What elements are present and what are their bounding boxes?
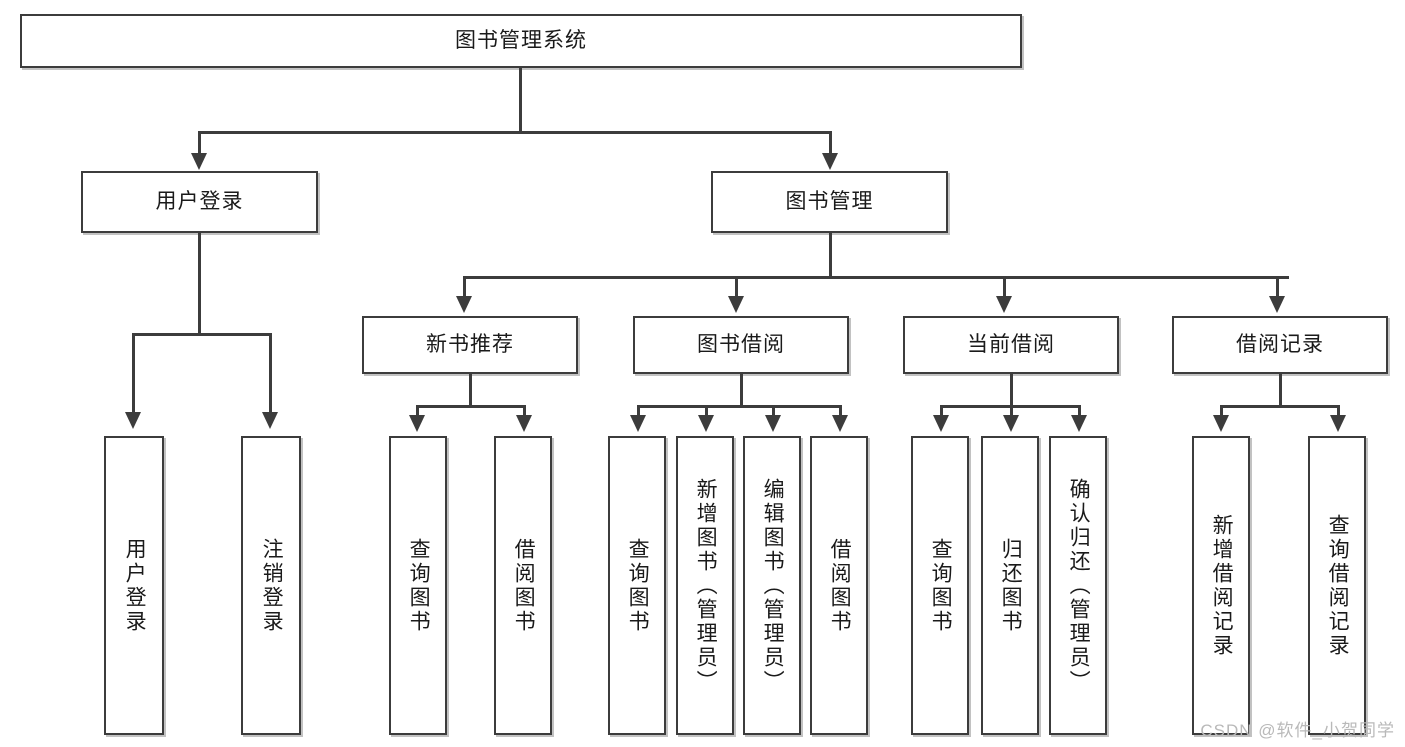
connector-bm-to-borrow-record [1276, 276, 1279, 299]
node-leaf-return-book-label: 归还图书 [999, 537, 1023, 634]
connector-br-bar [1220, 405, 1340, 408]
connector-br-to-leaf-1 [1220, 405, 1223, 418]
node-user-login-label: 用户登录 [155, 190, 244, 214]
connector-book-management-stem [829, 233, 832, 278]
node-leaf-add-book-label: 新增图书（管理员） [694, 477, 718, 694]
connector-bb-stem [740, 374, 743, 407]
node-current-borrow-label: 当前借阅 [967, 333, 1055, 357]
node-leaf-borrow-book-2[interactable]: 借阅图书 [810, 436, 868, 735]
node-leaf-add-record[interactable]: 新增借阅记录 [1192, 436, 1250, 735]
connector-root-to-book-management [829, 131, 832, 156]
connector-user-login-bar [132, 333, 270, 336]
node-borrow-record[interactable]: 借阅记录 [1172, 316, 1388, 374]
node-leaf-edit-book-label: 编辑图书（管理员） [761, 477, 785, 694]
arrow-cb-to-leaf-3 [1071, 415, 1087, 432]
connector-user-login-to-leaf-1 [132, 333, 135, 415]
node-leaf-user-logout-label: 注销登录 [260, 537, 284, 634]
connector-cb-to-leaf-2 [1010, 405, 1013, 418]
connector-nbr-stem [469, 374, 472, 407]
node-leaf-add-book[interactable]: 新增图书（管理员） [676, 436, 734, 735]
node-leaf-query-book-2[interactable]: 查询图书 [608, 436, 666, 735]
node-current-borrow[interactable]: 当前借阅 [903, 316, 1119, 374]
connector-br-to-leaf-2 [1337, 405, 1340, 418]
connector-cb-to-leaf-3 [1078, 405, 1081, 418]
arrow-bb-to-leaf-4 [832, 415, 848, 432]
connector-root-bar [198, 131, 832, 134]
node-leaf-user-login-label: 用户登录 [123, 537, 147, 634]
connector-bb-to-leaf-3 [772, 405, 775, 418]
arrow-bm-to-book-borrow [728, 296, 744, 313]
node-user-login[interactable]: 用户登录 [81, 171, 318, 233]
arrow-root-to-user-login [191, 153, 207, 170]
node-book-management-label: 图书管理 [785, 190, 874, 214]
node-leaf-query-record[interactable]: 查询借阅记录 [1308, 436, 1366, 735]
connector-root-stem [519, 68, 522, 133]
node-leaf-user-logout[interactable]: 注销登录 [241, 436, 301, 735]
arrow-bb-to-leaf-1 [630, 415, 646, 432]
arrow-bm-to-borrow-record [1269, 296, 1285, 313]
arrow-cb-to-leaf-2 [1003, 415, 1019, 432]
connector-cb-stem [1010, 374, 1013, 407]
arrow-nbr-to-leaf-2 [516, 415, 532, 432]
arrow-nbr-to-leaf-1 [409, 415, 425, 432]
connector-nbr-to-leaf-2 [523, 405, 526, 418]
node-leaf-return-book[interactable]: 归还图书 [981, 436, 1039, 735]
connector-bb-to-leaf-1 [637, 405, 640, 418]
node-leaf-add-record-label: 新增借阅记录 [1210, 513, 1234, 658]
node-new-book-recommend-label: 新书推荐 [426, 333, 514, 357]
arrow-br-to-leaf-1 [1213, 415, 1229, 432]
node-leaf-query-book-2-label: 查询图书 [626, 537, 650, 634]
node-leaf-user-login[interactable]: 用户登录 [104, 436, 164, 735]
node-leaf-query-book-1[interactable]: 查询图书 [389, 436, 447, 735]
connector-nbr-bar [416, 405, 526, 408]
connector-user-login-stem [198, 233, 201, 335]
connector-nbr-to-leaf-1 [416, 405, 419, 418]
node-book-borrow[interactable]: 图书借阅 [633, 316, 849, 374]
arrow-user-login-to-leaf-2 [262, 412, 278, 429]
connector-br-stem [1279, 374, 1282, 407]
node-root[interactable]: 图书管理系统 [20, 14, 1022, 68]
node-new-book-recommend[interactable]: 新书推荐 [362, 316, 578, 374]
node-leaf-borrow-book-1-label: 借阅图书 [512, 537, 536, 634]
arrow-bb-to-leaf-2 [698, 415, 714, 432]
connector-bb-to-leaf-2 [705, 405, 708, 418]
node-borrow-record-label: 借阅记录 [1236, 333, 1324, 357]
arrow-cb-to-leaf-1 [933, 415, 949, 432]
arrow-bm-to-new-book-recommend [456, 296, 472, 313]
node-book-borrow-label: 图书借阅 [697, 333, 785, 357]
connector-book-management-bar [463, 276, 1289, 279]
arrow-user-login-to-leaf-1 [125, 412, 141, 429]
node-leaf-query-book-1-label: 查询图书 [407, 537, 431, 634]
connector-cb-to-leaf-1 [940, 405, 943, 418]
node-leaf-query-book-3[interactable]: 查询图书 [911, 436, 969, 735]
node-leaf-confirm-return-label: 确认归还（管理员） [1067, 477, 1091, 694]
connector-user-login-to-leaf-2 [269, 333, 272, 415]
node-leaf-borrow-book-1[interactable]: 借阅图书 [494, 436, 552, 735]
connector-root-to-user-login [198, 131, 201, 156]
arrow-br-to-leaf-2 [1330, 415, 1346, 432]
node-book-management[interactable]: 图书管理 [711, 171, 948, 233]
connector-bm-to-current-borrow [1003, 276, 1006, 299]
connector-bm-to-new-book-recommend [463, 276, 466, 299]
arrow-bb-to-leaf-3 [765, 415, 781, 432]
node-root-label: 图书管理系统 [455, 29, 587, 53]
node-leaf-edit-book[interactable]: 编辑图书（管理员） [743, 436, 801, 735]
arrow-root-to-book-management [822, 153, 838, 170]
connector-bb-to-leaf-4 [839, 405, 842, 418]
connector-bm-to-book-borrow [735, 276, 738, 299]
node-leaf-query-record-label: 查询借阅记录 [1326, 513, 1350, 658]
arrow-bm-to-current-borrow [996, 296, 1012, 313]
node-leaf-confirm-return[interactable]: 确认归还（管理员） [1049, 436, 1107, 735]
node-leaf-query-book-3-label: 查询图书 [929, 537, 953, 634]
node-leaf-borrow-book-2-label: 借阅图书 [828, 537, 852, 634]
connector-bb-bar [637, 405, 842, 408]
